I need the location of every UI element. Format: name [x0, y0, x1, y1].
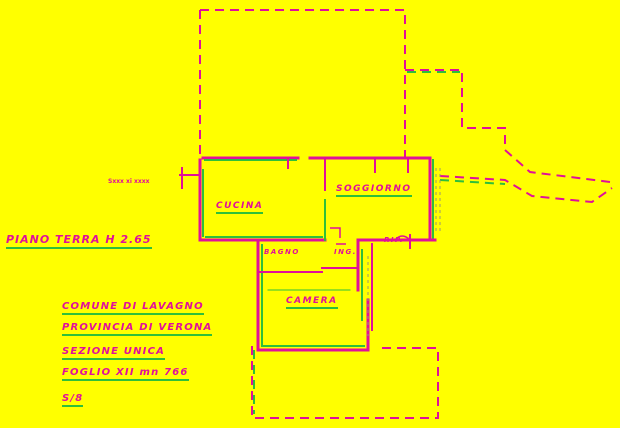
- boundary-dashed-lines: [199, 9, 613, 419]
- cadastral-subordinate: S/8: [62, 393, 84, 407]
- exterior-steps: [367, 168, 441, 336]
- cadastral-section: SEZIONE UNICA: [62, 346, 166, 360]
- room-label-hall: ING.: [334, 248, 357, 256]
- small-note: Sxxx xi xxxx: [108, 178, 150, 185]
- plan-title: PIANO TERRA H 2.65: [6, 233, 152, 249]
- cadastral-sheet: FOGLIO XII mn 766: [62, 367, 189, 381]
- door-marks: [330, 227, 411, 245]
- room-label-bedroom: CAMERA: [286, 296, 338, 309]
- cadastral-province: PROVINCIA DI VERONA: [62, 322, 213, 336]
- room-label-kitchen: CUCINA: [216, 201, 264, 214]
- room-label-closet: RIP.: [384, 236, 404, 244]
- room-label-living: SOGGIORNO: [336, 184, 412, 197]
- cadastral-municipality: COMUNE DI LAVAGNO: [62, 301, 204, 315]
- room-label-bath: BAGNO: [264, 248, 300, 256]
